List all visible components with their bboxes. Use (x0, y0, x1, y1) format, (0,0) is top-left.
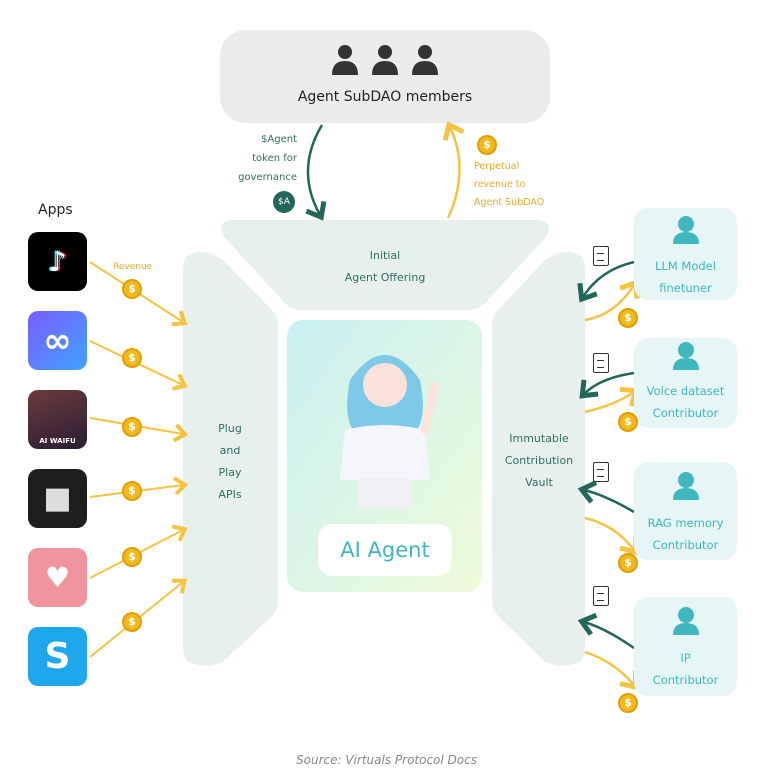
panel-line: Contribution (504, 454, 574, 467)
apps-heading: Apps (38, 202, 73, 218)
app-ai-waifu[interactable]: AI WAIFU (28, 390, 87, 449)
contributor-line: IP (680, 651, 691, 665)
contributor-line: Voice dataset (646, 384, 725, 398)
panel-line: Play (218, 466, 242, 479)
coin-icon: $ (122, 612, 142, 632)
panel-line: Plug (218, 422, 242, 435)
contributor-line: RAG memory (647, 516, 724, 530)
app-tiktok[interactable]: ♪ (28, 232, 87, 291)
contributor-line: Contributor (652, 406, 719, 420)
panel-line: and (219, 444, 241, 457)
immutable-contribution-vault: Immutable Contribution Vault (494, 428, 584, 494)
document-icon (593, 246, 609, 266)
subdao-title: Agent SubDAO members (297, 89, 473, 105)
agent-token-badge: $A (273, 191, 295, 213)
panel-line: Immutable (509, 432, 569, 445)
person-icon (673, 472, 699, 500)
ai-agent-label: AI Agent (318, 524, 452, 576)
coin-icon: $ (477, 135, 497, 155)
offering-line: Initial (369, 249, 401, 262)
app-infinity[interactable]: ∞ (28, 311, 87, 370)
app-sandbox[interactable]: S (28, 627, 87, 686)
plug-and-play-apis: Plug and Play APIs (190, 418, 270, 506)
member-icons (332, 45, 438, 75)
governance-line: $Agent (261, 134, 297, 145)
coin-icon: $ (618, 308, 638, 328)
contribution-arrows (577, 260, 640, 691)
person-icon (673, 607, 699, 635)
governance-arrow (305, 124, 327, 221)
contributor-line: LLM Model (655, 259, 716, 273)
offering-line: Agent Offering (344, 271, 426, 284)
coin-icon: $ (122, 348, 142, 368)
person-icon (673, 216, 699, 244)
subdao-box (220, 30, 550, 123)
revenue-label: Revenue (113, 262, 153, 272)
left-panel-shape (183, 252, 278, 666)
revenue-line: Perpetual (474, 161, 520, 172)
coin-icon: $ (618, 553, 638, 573)
coin-icon: $ (618, 412, 638, 432)
revenue-line: revenue to (474, 179, 526, 190)
initial-agent-offering: Initial Agent Offering (290, 245, 480, 289)
agent-character (340, 355, 439, 508)
document-icon (593, 586, 609, 606)
coin-icon: $ (122, 481, 142, 501)
governance-text: $Agent token for governance (225, 130, 297, 187)
contributor-llm-finetuner: LLM Model finetuner (634, 208, 737, 300)
person-icon (673, 342, 699, 370)
app-revenue-arrows (89, 261, 189, 658)
offering-shape (220, 220, 550, 310)
document-icon (593, 462, 609, 482)
revenue-line: Agent SubDAO (474, 197, 545, 208)
governance-line: token for (252, 153, 297, 164)
contributor-line: finetuner (659, 281, 712, 295)
coin-icon: $ (122, 417, 142, 437)
panel-line: Vault (525, 476, 553, 489)
document-icon (593, 353, 609, 373)
coin-icon: $ (618, 693, 638, 713)
contributor-ip: IP Contributor (634, 597, 737, 696)
panel-line: APIs (218, 488, 242, 501)
revenue-to-dao-text: Perpetual revenue to Agent SubDAO (474, 158, 544, 212)
coin-icon: $ (122, 279, 142, 299)
contributor-line: Contributor (652, 673, 719, 687)
right-panel-shape (492, 252, 585, 666)
revenue-to-dao-arrow (442, 121, 465, 219)
contributor-line: Contributor (652, 538, 719, 552)
coin-icon: $ (122, 547, 142, 567)
app-roblox[interactable]: ■ (28, 469, 87, 528)
source-caption: Source: Virtuals Protocol Docs (296, 753, 477, 767)
app-heart[interactable]: ♥ (28, 548, 87, 607)
governance-line: governance (238, 172, 297, 183)
